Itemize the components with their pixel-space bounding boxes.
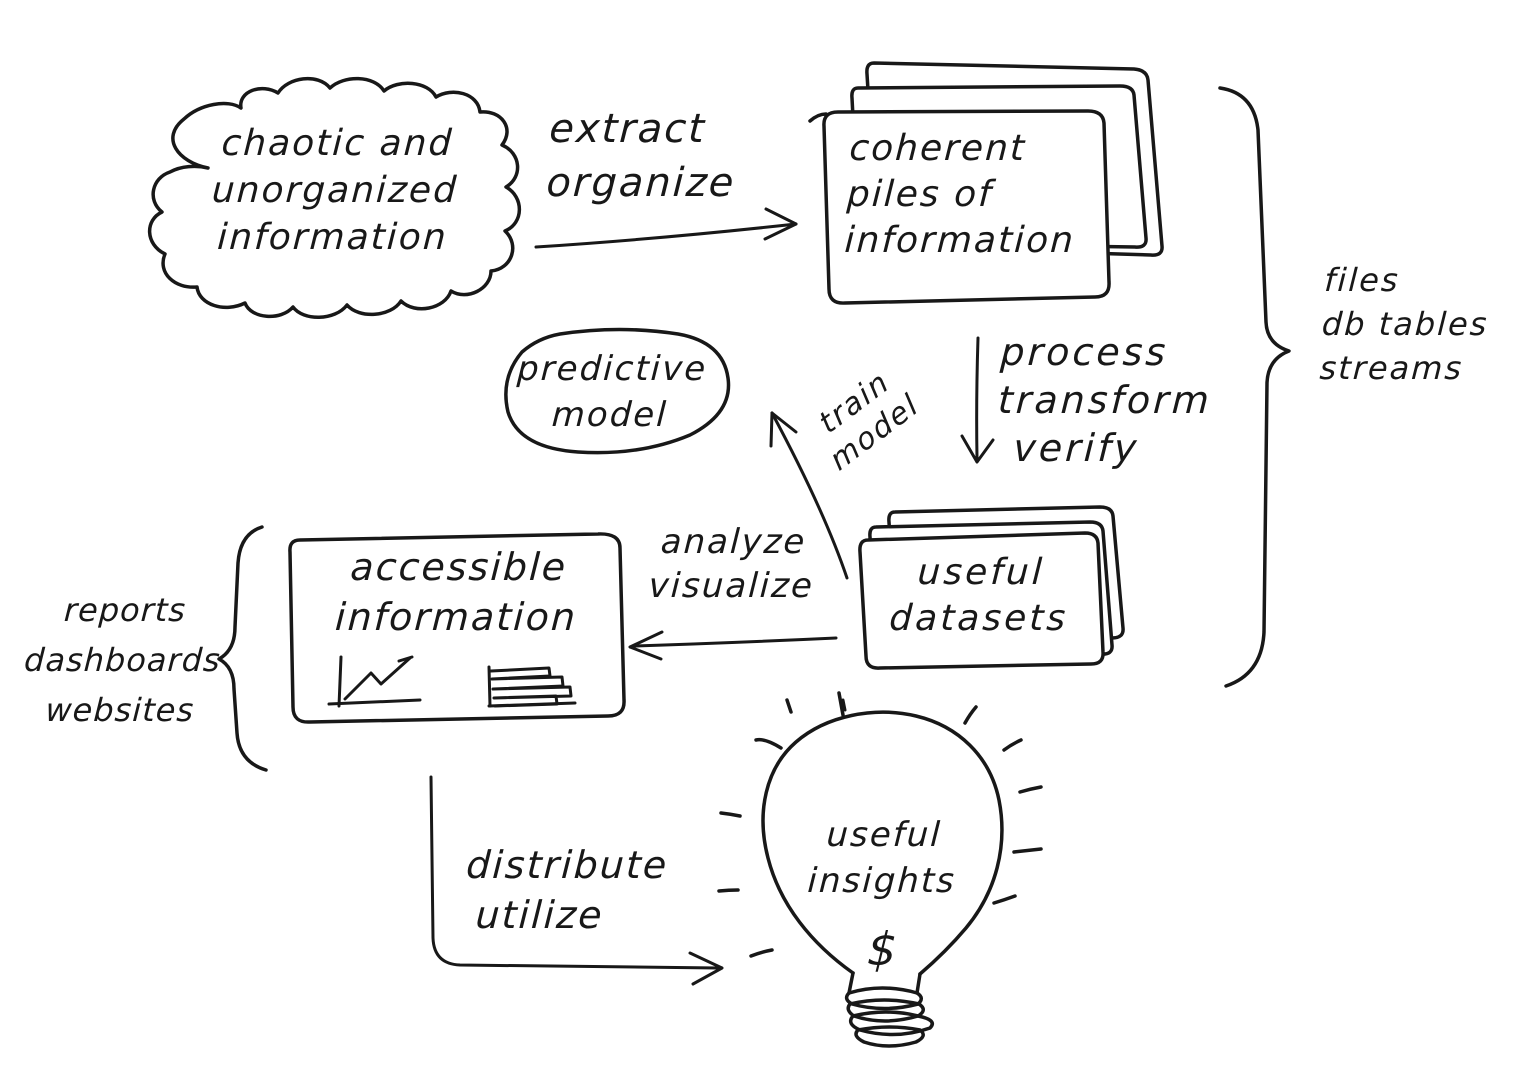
process-transform-verify-label: process transform verify bbox=[996, 330, 1214, 470]
extract-organize-arrow bbox=[534, 207, 798, 249]
predictive-model-oval bbox=[504, 327, 731, 455]
predictive-model-label: predictive model bbox=[516, 349, 709, 435]
dollar-sign: $ bbox=[865, 922, 901, 976]
output-forms-label: reports dashboards websites bbox=[23, 591, 222, 729]
process-arrow bbox=[960, 336, 995, 464]
analyze-visualize-arrow bbox=[628, 630, 847, 712]
cloud-label-line: unorganized bbox=[210, 170, 460, 211]
cloud-label-line: information bbox=[216, 217, 449, 258]
useful-insights-label: useful insights bbox=[806, 815, 958, 901]
analyze-visualize-label: analyze visualize bbox=[647, 522, 816, 606]
coherent-piles-pages-icon bbox=[808, 61, 1164, 305]
line-chart-sketch-icon bbox=[327, 655, 422, 708]
chaotic-cloud-label: chaotic and unorganized information bbox=[171, 120, 498, 261]
bulb-rays bbox=[717, 691, 1043, 958]
bar-chart-sketch-icon bbox=[487, 665, 577, 708]
cloud-label-line: chaotic and bbox=[220, 123, 455, 164]
bulb-screw-base bbox=[844, 986, 934, 1048]
accessible-information-box bbox=[288, 532, 626, 724]
lightbulb-icon bbox=[717, 691, 1043, 1048]
cloud-icon bbox=[147, 76, 521, 319]
distribute-utilize-label: distribute utilize bbox=[465, 843, 670, 937]
accessible-information-label: accessible information bbox=[334, 545, 579, 639]
extract-organize-label: extract organize bbox=[545, 106, 737, 206]
train-model-arrow bbox=[769, 411, 849, 580]
right-brace bbox=[1218, 86, 1291, 688]
coherent-piles-label: coherent piles of information bbox=[843, 128, 1077, 261]
useful-datasets-pages-icon bbox=[858, 505, 1125, 670]
data-sources-label: files db tables streams bbox=[1318, 261, 1490, 387]
useful-datasets-label: useful datasets bbox=[888, 552, 1070, 639]
distribute-utilize-arrow bbox=[429, 775, 724, 986]
left-brace bbox=[217, 525, 268, 772]
